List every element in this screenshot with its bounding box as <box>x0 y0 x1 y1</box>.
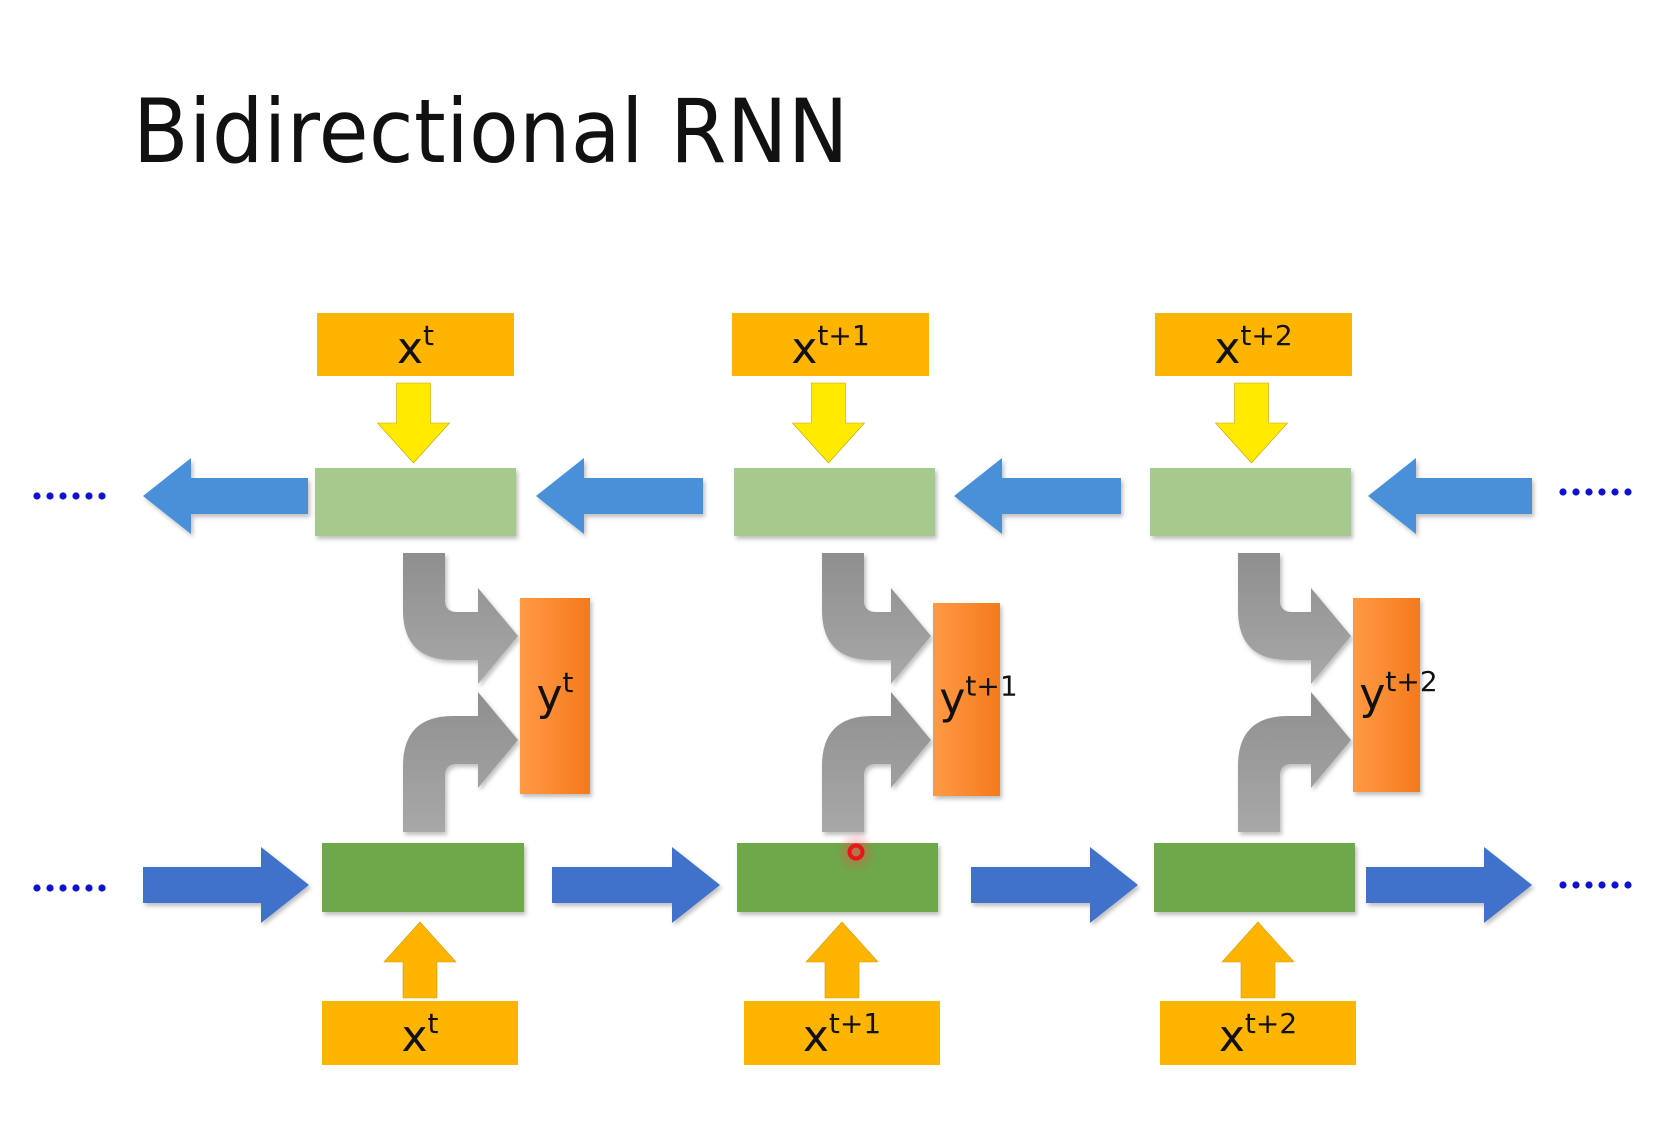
top-input-label: xt+2 <box>1214 319 1292 374</box>
timestep-tplus2: xt+2yt+2xt+2 <box>1150 313 1438 1065</box>
mouse-cursor-icon <box>847 843 865 861</box>
bottom-input-box <box>744 1001 940 1065</box>
ellipsis-dot <box>59 492 67 500</box>
ellipsis-dot <box>72 492 80 500</box>
bottom-input-label-base: x <box>401 1011 427 1062</box>
ellipsis-left-top <box>33 492 106 500</box>
ellipsis-dot <box>1585 488 1593 496</box>
ellipsis-dot <box>33 492 41 500</box>
ellipsis-dot <box>33 884 41 892</box>
bottom-input-label: xt+1 <box>803 1007 881 1062</box>
output-label: yt+1 <box>939 670 1017 725</box>
output-label-base: y <box>939 674 965 725</box>
ellipsis-right-top <box>1559 488 1632 496</box>
bottom-input-label-superscript: t <box>428 1007 439 1040</box>
output-box <box>520 598 590 794</box>
backward-hidden-cell <box>734 468 935 536</box>
forward-to-output-arrow <box>1238 692 1351 832</box>
ellipsis-dot <box>1611 488 1619 496</box>
output-label-superscript: t+2 <box>1385 665 1437 698</box>
slide-title: Bidirectional RNN <box>133 80 849 183</box>
ellipsis-dot <box>98 884 106 892</box>
output-label-base: y <box>1359 669 1385 720</box>
ellipsis-dot <box>46 492 54 500</box>
ellipsis-dot <box>1585 881 1593 889</box>
top-input-box <box>732 313 929 376</box>
backward-arrow <box>536 458 703 534</box>
ellipsis-dot <box>1611 881 1619 889</box>
top-input-label-base: x <box>791 323 817 374</box>
top-input-box <box>1155 313 1352 376</box>
output-label: yt+2 <box>1359 665 1437 720</box>
backward-hidden-cell <box>315 468 516 536</box>
output-label-superscript: t+1 <box>965 670 1017 703</box>
bottom-input-label-base: x <box>1219 1011 1245 1062</box>
backward-input-arrow <box>1214 382 1289 464</box>
bottom-input-label: xt+2 <box>1219 1007 1297 1062</box>
output-label-superscript: t <box>563 666 574 699</box>
ellipsis-dot <box>46 884 54 892</box>
forward-arrow <box>971 847 1138 923</box>
ellipsis-dot <box>59 884 67 892</box>
forward-arrow <box>552 847 720 923</box>
timestep-tplus1: xt+1yt+1xt+1 <box>732 313 1018 1065</box>
backward-to-output-arrow <box>822 553 931 684</box>
ellipsis-dot <box>1624 881 1632 889</box>
backward-input-arrow <box>376 382 451 464</box>
forward-input-arrow <box>1221 921 1295 999</box>
output-label-base: y <box>536 670 562 721</box>
ellipsis-dot <box>1624 488 1632 496</box>
top-input-label-superscript: t+2 <box>1240 319 1292 352</box>
backward-input-arrow <box>791 382 866 464</box>
bottom-input-label-superscript: t+1 <box>829 1007 881 1040</box>
forward-input-arrow <box>383 921 457 999</box>
forward-arrow <box>143 847 309 923</box>
output-box <box>1353 598 1420 792</box>
top-input-label-base: x <box>397 323 423 374</box>
backward-to-output-arrow <box>403 553 518 684</box>
forward-hidden-cell <box>1154 843 1355 912</box>
forward-to-output-arrow <box>822 692 931 832</box>
top-input-label-superscript: t+1 <box>817 319 869 352</box>
ellipsis-dot <box>1572 881 1580 889</box>
top-input-label-base: x <box>1214 323 1240 374</box>
ellipsis-dot <box>1598 488 1606 496</box>
ellipsis-dot <box>1559 488 1567 496</box>
top-input-label-superscript: t <box>423 319 434 352</box>
forward-input-arrow <box>805 921 879 999</box>
top-input-box <box>317 313 514 376</box>
ellipsis-dot <box>1559 881 1567 889</box>
forward-to-output-arrow <box>403 692 518 832</box>
output-label: yt <box>536 666 573 721</box>
ellipsis-dot <box>85 492 93 500</box>
ellipsis-dot <box>85 884 93 892</box>
output-box <box>933 603 1000 796</box>
ellipsis-dot <box>1572 488 1580 496</box>
ellipsis-dot <box>98 492 106 500</box>
backward-hidden-cell <box>1150 468 1351 536</box>
cursor-glow <box>836 832 876 872</box>
forward-arrow <box>1366 847 1532 923</box>
forward-hidden-cell <box>322 843 524 912</box>
bottom-input-label-base: x <box>803 1011 829 1062</box>
top-input-label: xt+1 <box>791 319 869 374</box>
backward-arrow <box>143 458 308 534</box>
ellipsis-dot <box>1598 881 1606 889</box>
top-input-label: xt <box>397 319 434 374</box>
backward-arrow <box>954 458 1121 534</box>
bottom-input-label-superscript: t+2 <box>1245 1007 1297 1040</box>
ellipsis-left-bottom <box>33 884 106 892</box>
ellipsis-dot <box>72 884 80 892</box>
ellipsis-right-bottom <box>1559 881 1632 889</box>
bottom-input-label: xt <box>401 1007 438 1062</box>
bottom-input-box <box>322 1001 518 1065</box>
bottom-input-box <box>1160 1001 1356 1065</box>
backward-to-output-arrow <box>1238 553 1351 684</box>
backward-arrow <box>1368 458 1532 534</box>
